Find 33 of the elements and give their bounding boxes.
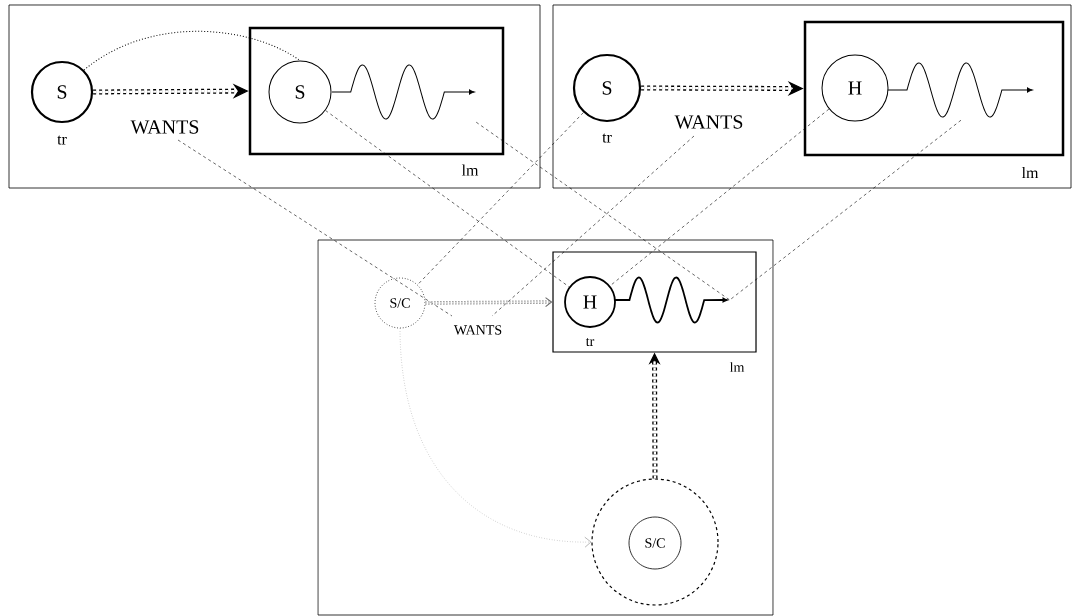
circle-node: H [564,276,616,328]
circle-node: S/C [628,516,682,570]
connector-line [325,110,570,288]
circle-node: H [821,54,889,122]
edge-label: WANTS [129,119,201,135]
wave-drawing [331,64,475,120]
node-caption: tr [602,133,612,143]
node-caption: tr [585,338,595,346]
circle-node: S/C [374,277,426,329]
wave-drawing [887,62,1033,118]
circle-node: S [30,60,94,124]
arrow [424,297,553,308]
edge-label: WANTS [452,324,504,336]
connector-line [83,30,301,71]
node-caption: lm [461,164,479,176]
container-box [552,251,757,353]
connector-line [417,112,584,285]
container-box [8,4,541,189]
circle-node: S [572,53,642,123]
node-caption: tr [57,135,67,145]
edge-label: WANTS [673,114,745,130]
wave-drawing [613,276,728,324]
connector-line [475,121,730,301]
node-caption: lm [729,362,745,372]
container-box [317,239,774,616]
container-box [552,4,1072,189]
arrow [399,328,592,548]
container-box [248,26,505,156]
circle [591,478,719,606]
circle-node: S [268,60,332,124]
connector-line [729,119,962,301]
container-box [803,20,1065,157]
node-caption: lm [1021,166,1039,179]
